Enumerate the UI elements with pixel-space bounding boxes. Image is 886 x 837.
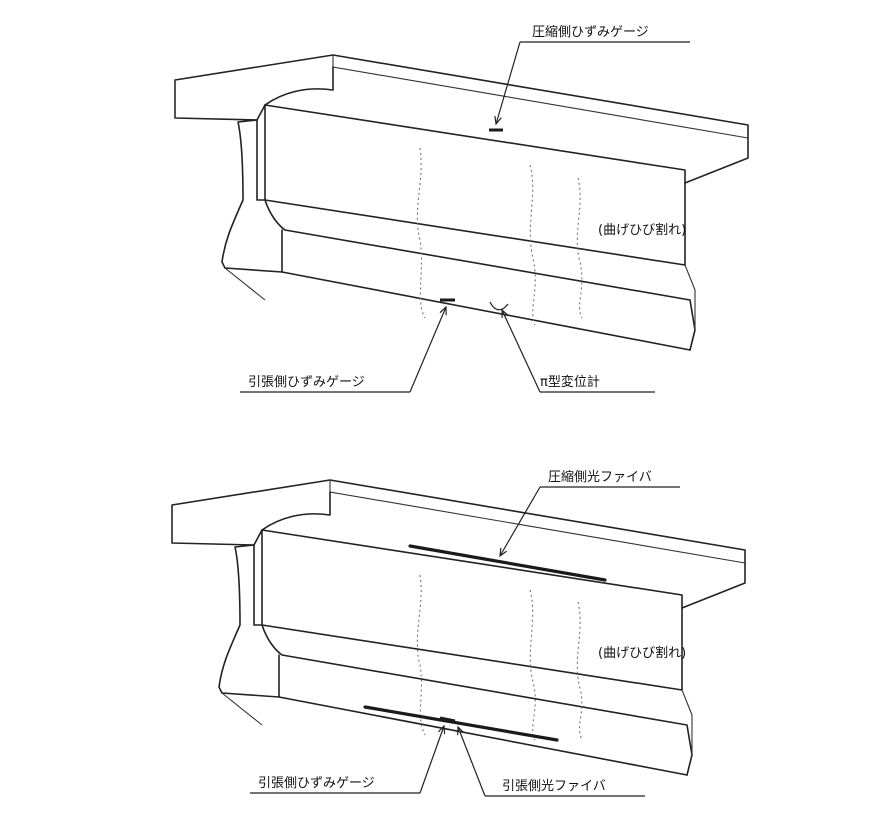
displacement-gauge-label-top: π型変位計 [540, 374, 600, 390]
tension-gauge-label-top: 引張側ひずみゲージ [248, 375, 365, 390]
compression-optical-fiber-bottom [408, 486, 680, 582]
tension-fiber-label-bottom: 引張側光ファイバ [502, 779, 606, 794]
tension-strain-gauge-bottom-leader [250, 726, 444, 794]
tension-optical-fiber-bottom [363, 705, 559, 742]
tension-gauge-label-bottom: 引張側ひずみゲージ [258, 776, 375, 791]
compression-strain-gauge-top [489, 41, 690, 132]
tension-strain-gauge-top [240, 298, 455, 393]
compression-gauge-label-top: 圧縮側ひずみゲージ [532, 24, 649, 40]
tension-fiber-bottom-leader [458, 727, 645, 797]
cracks-top [416, 147, 583, 326]
pi-displacement-gauge-top [489, 301, 655, 393]
crack-label-top: (曲げひび割れ) [598, 222, 686, 238]
cracks-bottom [416, 574, 583, 741]
girder-bottom [171, 479, 746, 776]
girder-top [174, 54, 749, 351]
crack-label-bottom: (曲げひび割れ) [598, 645, 686, 661]
compression-fiber-label-bottom: 圧縮側光ファイバ [548, 469, 652, 485]
